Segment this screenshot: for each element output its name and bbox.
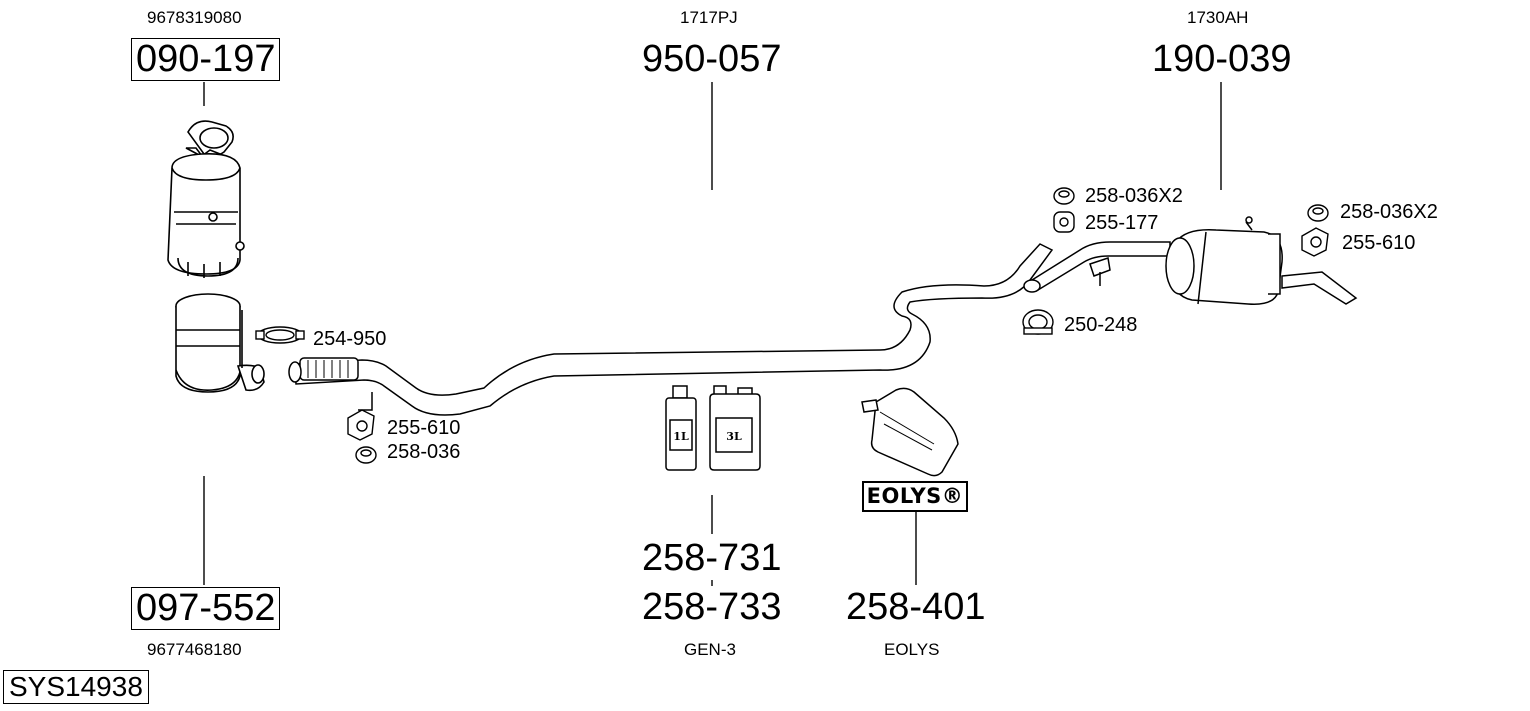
rear-pipe-and-silencer — [1023, 216, 1358, 305]
part-number-additive-2: 258-733 — [642, 586, 782, 628]
part-number-additive-1: 258-731 — [642, 537, 782, 579]
additive-can-3l-icon — [709, 385, 761, 471]
label-mount-255-610-front: 255-610 — [387, 417, 461, 439]
canister-label-1l: 1L — [673, 430, 689, 443]
label-mount-255-610-rear: 255-610 — [1342, 232, 1416, 254]
clamp-250-248-icon — [1022, 309, 1054, 335]
diagram-id-badge: SYS14938 — [3, 670, 149, 704]
oe-ref-rear-silencer: 1730AH — [1187, 8, 1249, 27]
canister-label-3l: 3L — [726, 430, 742, 443]
nut-258-036x2-rear-icon — [1307, 204, 1329, 222]
dpf-upper-unit — [167, 120, 245, 278]
additive-bottle-1l-icon — [665, 385, 697, 471]
nut-258-036x2-icon — [1053, 187, 1075, 205]
caption-additive-gen3: GEN-3 — [684, 640, 736, 659]
oe-ref-dpf-top: 9678319080 — [147, 8, 242, 27]
part-number-rear-silencer: 190-039 — [1152, 38, 1292, 80]
label-nut-258-036x2: 258-036X2 — [1085, 185, 1183, 207]
label-nut-258-036-front: 258-036 — [387, 441, 461, 463]
label-mount-255-177: 255-177 — [1085, 212, 1159, 234]
mount-255-610-front-icon — [347, 409, 375, 441]
front-pipe — [288, 243, 1054, 416]
label-clamp-250-248: 250-248 — [1064, 314, 1138, 336]
dpf-lower-unit — [175, 293, 265, 393]
label-clamp-254-950: 254-950 — [313, 328, 387, 350]
part-number-eolys-tank: 258-401 — [846, 586, 986, 628]
mount-255-177-icon — [1053, 211, 1075, 233]
oe-ref-dpf-bottom: 9677468180 — [147, 640, 242, 659]
eolys-tank-icon — [861, 387, 959, 477]
part-number-dpf-bottom: 097-552 — [131, 587, 281, 630]
oe-ref-middle-pipe: 1717PJ — [680, 8, 738, 27]
nut-258-036-front-icon — [355, 446, 377, 464]
label-nut-258-036x2-rear: 258-036X2 — [1340, 201, 1438, 223]
caption-eolys: EOLYS — [884, 640, 940, 659]
clamp-254-950-icon — [255, 326, 305, 344]
mount-255-610-rear-icon — [1301, 227, 1329, 257]
part-number-middle-pipe: 950-057 — [642, 38, 782, 80]
part-number-dpf-top: 090-197 — [131, 38, 281, 81]
eolys-badge: EOLYS® — [862, 481, 968, 512]
